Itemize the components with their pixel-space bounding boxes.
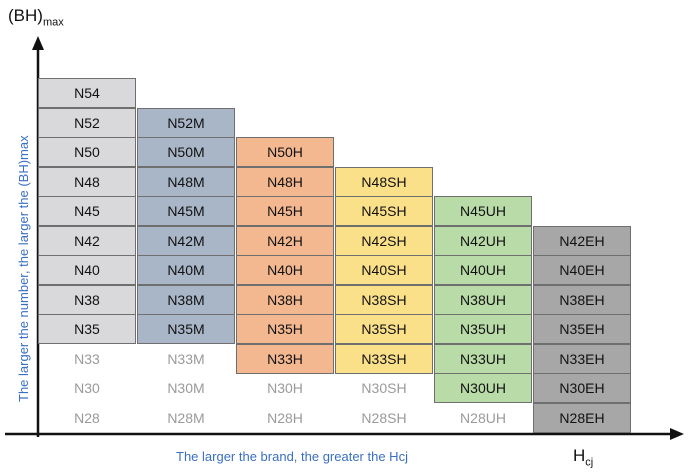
grade-cell-n40eh: N40EH (533, 255, 631, 285)
grade-cell-n48: N48 (38, 167, 136, 197)
grade-cell-n42h: N42H (236, 226, 334, 256)
grade-cell-n40m: N40M (137, 255, 235, 285)
grade-cell-n52: N52 (38, 108, 136, 138)
grade-cell-n48m: N48M (137, 167, 235, 197)
grade-cell-n38h: N38H (236, 285, 334, 315)
x-axis-caption: The larger the brand, the greater the Hc… (176, 449, 408, 464)
grade-cell-n28sh: N28SH (361, 410, 407, 426)
grade-cell-n45uh: N45UH (434, 196, 532, 226)
grade-cell-n40sh: N40SH (335, 255, 433, 285)
grade-cell-n42sh: N42SH (335, 226, 433, 256)
grade-cell-n40: N40 (38, 255, 136, 285)
grade-cell-n45: N45 (38, 196, 136, 226)
grade-cell-n38eh: N38EH (533, 285, 631, 315)
grade-cell-n50h: N50H (236, 137, 334, 167)
grade-cell-n38: N38 (38, 285, 136, 315)
grade-cell-n33eh: N33EH (533, 344, 631, 374)
grade-cell-n40h: N40H (236, 255, 334, 285)
grade-cell-n48sh: N48SH (335, 167, 433, 197)
grade-cell-n30eh: N30EH (533, 373, 631, 403)
grade-cell-n28uh: N28UH (460, 410, 506, 426)
grade-cell-n35m: N35M (137, 314, 235, 344)
x-axis-title: Hcj (573, 446, 594, 469)
grade-cell-n48h: N48H (236, 167, 334, 197)
grade-cell-n30uh: N30UH (434, 373, 532, 403)
grade-cell-n45h: N45H (236, 196, 334, 226)
grade-cell-n28m: N28M (167, 410, 205, 426)
grade-cell-n52m: N52M (137, 108, 235, 138)
grade-cell-n30h: N30H (267, 380, 303, 396)
grade-cell-n30sh: N30SH (361, 380, 407, 396)
y-axis-arrow-icon (32, 36, 44, 50)
x-axis-arrow-icon (670, 428, 684, 440)
grade-cell-n35uh: N35UH (434, 314, 532, 344)
grade-cell-n35: N35 (38, 314, 136, 344)
grade-cell-n42: N42 (38, 226, 136, 256)
grade-cell-n50m: N50M (137, 137, 235, 167)
grade-cell-n28h: N28H (267, 410, 303, 426)
grade-cell-n33uh: N33UH (434, 344, 532, 374)
grade-cell-n40uh: N40UH (434, 255, 532, 285)
grade-cell-n33sh: N33SH (335, 344, 433, 374)
grade-cell-n35h: N35H (236, 314, 334, 344)
grade-cell-n28: N28 (74, 410, 100, 426)
grade-cell-n35eh: N35EH (533, 314, 631, 344)
grade-cell-n42uh: N42UH (434, 226, 532, 256)
grade-cell-n33m: N33M (167, 351, 205, 367)
grade-cell-n38m: N38M (137, 285, 235, 315)
grade-cell-n33h: N33H (236, 344, 334, 374)
grade-cell-n45m: N45M (137, 196, 235, 226)
grade-cell-n54: N54 (38, 78, 136, 108)
grade-cell-n30m: N30M (167, 380, 205, 396)
y-axis-title: (BH)max (8, 6, 64, 29)
grade-cell-n42eh: N42EH (533, 226, 631, 256)
grade-cell-n38uh: N38UH (434, 285, 532, 315)
y-axis-caption: The larger the number, the larger the (B… (16, 135, 31, 402)
grade-cell-n35sh: N35SH (335, 314, 433, 344)
grade-cell-n42m: N42M (137, 226, 235, 256)
grade-cell-n33: N33 (74, 351, 100, 367)
grade-cell-n45sh: N45SH (335, 196, 433, 226)
grade-cell-n30: N30 (74, 380, 100, 396)
grade-cell-n28eh: N28EH (533, 403, 631, 433)
grade-cell-n50: N50 (38, 137, 136, 167)
grade-cell-n38sh: N38SH (335, 285, 433, 315)
